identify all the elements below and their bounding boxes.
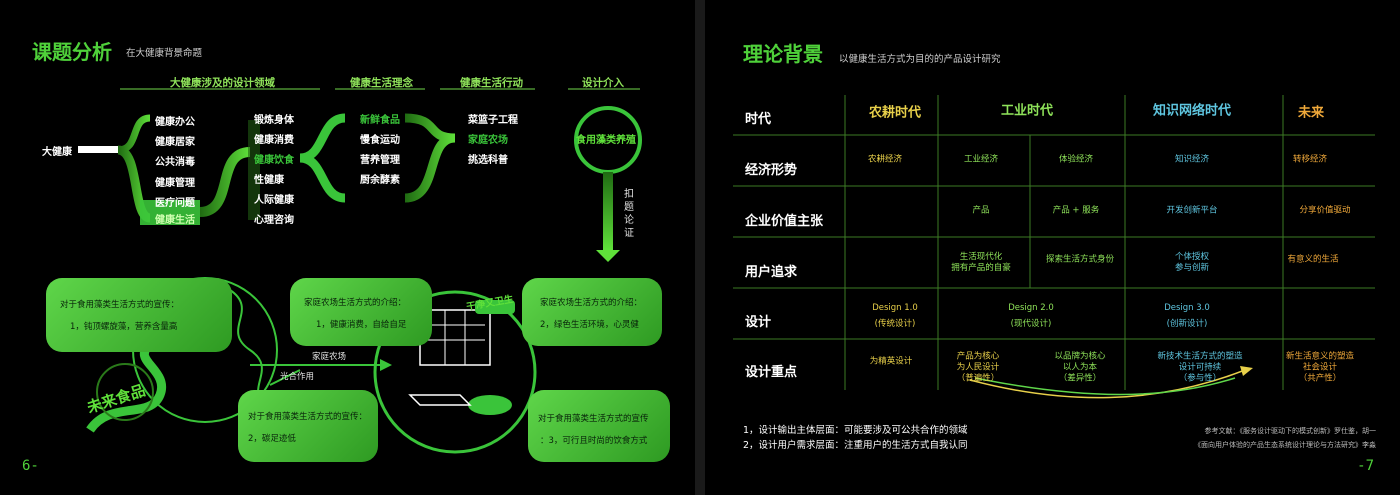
col2-item-highlight: 健康饮食 [254,155,294,166]
bubble-line: 1，健康消费，自给自足 [316,320,407,330]
col3-item-highlight: 新鲜食品 [360,115,400,126]
row-header-design: 设计 [745,315,772,330]
user-cell: 有意义的生活 [1287,254,1339,265]
era-future: 未来 [1297,105,1325,121]
bubble-line: 对于食用藻类生活方式的宣传： [248,412,368,422]
col2-item: 性健康 [254,175,284,186]
row-header-focus: 设计重点 [745,365,798,380]
user-cell: 探索生活方式身份 [1045,254,1115,265]
col1-item: 健康办公 [155,117,195,128]
vertical-label: 扣 题 论 证 [624,188,634,240]
vertical-label-char: 扣 [624,189,634,200]
economy-cell: 体验经济 [1058,154,1094,165]
right-page-number: -7 [1357,458,1374,474]
row-header-economy: 经济形势 [745,163,798,178]
left-title: 课题分析 [32,40,112,64]
row-header-value: 企业价值主张 [745,214,824,229]
value-cell: 分享价值驱动 [1299,205,1351,216]
design-cell: Design 1.0 (传统设计) [872,303,918,329]
vertical-label-char: 题 [624,202,634,213]
reference-line: 参考文献：《服务设计驱动下的模式创新》罗仕鉴，胡一 [1204,427,1377,435]
focus-cell: 产品为核心 为人民设计 （普遍性） [956,351,1000,384]
col2-item: 心理咨询 [254,215,294,226]
intervention-node: 食用藻类养殖 [576,135,636,146]
col1-item: 医疗问题 [155,198,195,209]
col1-item-highlight: 健康生活 [155,215,195,226]
bubble-line: 家庭农场生活方式的介绍： [540,298,643,308]
row-header-user: 用户追求 [745,265,798,280]
bubble-line: 1，钝顶螺旋藻，营养含量高 [70,322,178,332]
bubble-algae-3: 对于食用藻类生活方式的宣传 ：3，可行且时尚的饮食方式 [528,390,670,462]
bubble-line: 2，绿色生活环境，心灵健 [540,320,639,330]
economy-cell: 知识经济 [1174,154,1210,165]
bubble-line: 对于食用藻类生活方式的宣传： [60,300,180,310]
bubble-line: ：3，可行且时尚的饮食方式 [540,436,648,446]
col4-item: 挑选科普 [468,155,508,166]
bubble-line: 家庭农场生活方式的介绍： [304,298,407,308]
left-page-number: 6- [22,458,39,474]
bubble-algae-1: 对于食用藻类生活方式的宣传： 1，钝顶螺旋藻，营养含量高 [46,278,232,352]
user-cell: 个体授权 参与创新 [1174,252,1210,273]
header-design-intervention: 设计介入 [582,77,624,89]
bubble-farm-2: 家庭农场生活方式的介绍： 2，绿色生活环境，心灵健 [522,278,662,346]
label-family-farm: 家庭农场 [312,352,347,362]
value-cell: 产品 + 服务 [1052,205,1100,216]
col4-item: 菜篮子工程 [468,115,518,126]
root-node: 大健康 [42,147,72,158]
table-grid [733,95,1375,399]
col2-item: 健康消费 [254,135,294,146]
header-health-concept: 健康生活理念 [350,77,413,89]
label-photosynthesis: 光合作用 [280,372,315,382]
col3-item: 厨余酵素 [360,175,400,186]
right-title: 理论背景 [743,42,823,66]
note-line: 2，设计用户需求层面：注重用户的生活方式自我认同 [743,440,968,451]
bubble-farm-1: 家庭农场生活方式的介绍： 1，健康消费，自给自足 [290,278,432,346]
era-knowledge: 知识网络时代 [1152,103,1232,119]
bubble-algae-2: 对于食用藻类生活方式的宣传： 2，碳足迹低 [238,390,378,462]
col4-item-highlight: 家庭农场 [468,135,508,146]
col2-item: 锻炼身体 [254,115,294,126]
left-page: 课题分析 在大健康背景命题 大健康涉及的设计领域 健康生活理念 健康生活行动 设… [0,0,695,495]
col2-item: 人际健康 [254,195,294,206]
right-page: 理论背景 以健康生活方式为目的的产品设计研究 时代 经济形势 企业价值主张 用户… [705,0,1400,495]
reference-line: 《面向用户体验的产品生态系统设计理论与方法研究》李淼 [1194,441,1376,449]
economy-cell: 工业经济 [963,154,999,165]
col1-item: 健康管理 [155,178,195,189]
user-cell: 生活现代化 拥有产品的自豪 [951,252,1011,273]
bubble-line: 2，碳足迹低 [248,434,296,444]
col1-item: 公共消毒 [155,157,195,168]
header-design-fields: 大健康涉及的设计领域 [170,77,275,89]
row-header-era: 时代 [745,112,772,127]
value-cell: 产品 [972,205,990,216]
vertical-label-char: 证 [624,228,634,239]
col3-item: 营养管理 [360,155,400,166]
focus-cell: 新生活意义的塑造 社会设计 （共产性） [1285,351,1355,384]
header-health-action: 健康生活行动 [460,77,523,89]
value-cell: 开发创新平台 [1166,205,1218,216]
note-line: 1，设计输出主体层面：可能要涉及可公共合作的领域 [743,425,968,436]
economy-cell: 转移经济 [1292,154,1328,165]
col1-item: 健康居家 [155,137,195,148]
focus-cell: 新技术生活方式的塑造 设计可持续 （参与性） [1157,351,1243,384]
bubble-line: 对于食用藻类生活方式的宣传 [538,414,649,424]
economy-cell: 农耕经济 [867,154,903,165]
design-cell: Design 3.0 (创新设计) [1164,303,1210,329]
vertical-label-char: 论 [624,215,634,226]
left-subtitle: 在大健康背景命题 [126,48,203,59]
right-subtitle: 以健康生活方式为目的的产品设计研究 [839,54,1001,65]
design-cell: Design 2.0 (现代设计) [1008,303,1054,329]
era-agricultural: 农耕时代 [868,105,922,121]
focus-cell: 以品牌为核心 以人为本 （差异性） [1054,351,1106,384]
focus-cell: 为精英设计 [869,356,913,367]
col3-item: 慢食运动 [360,135,400,146]
era-industrial: 工业时代 [1000,103,1054,119]
